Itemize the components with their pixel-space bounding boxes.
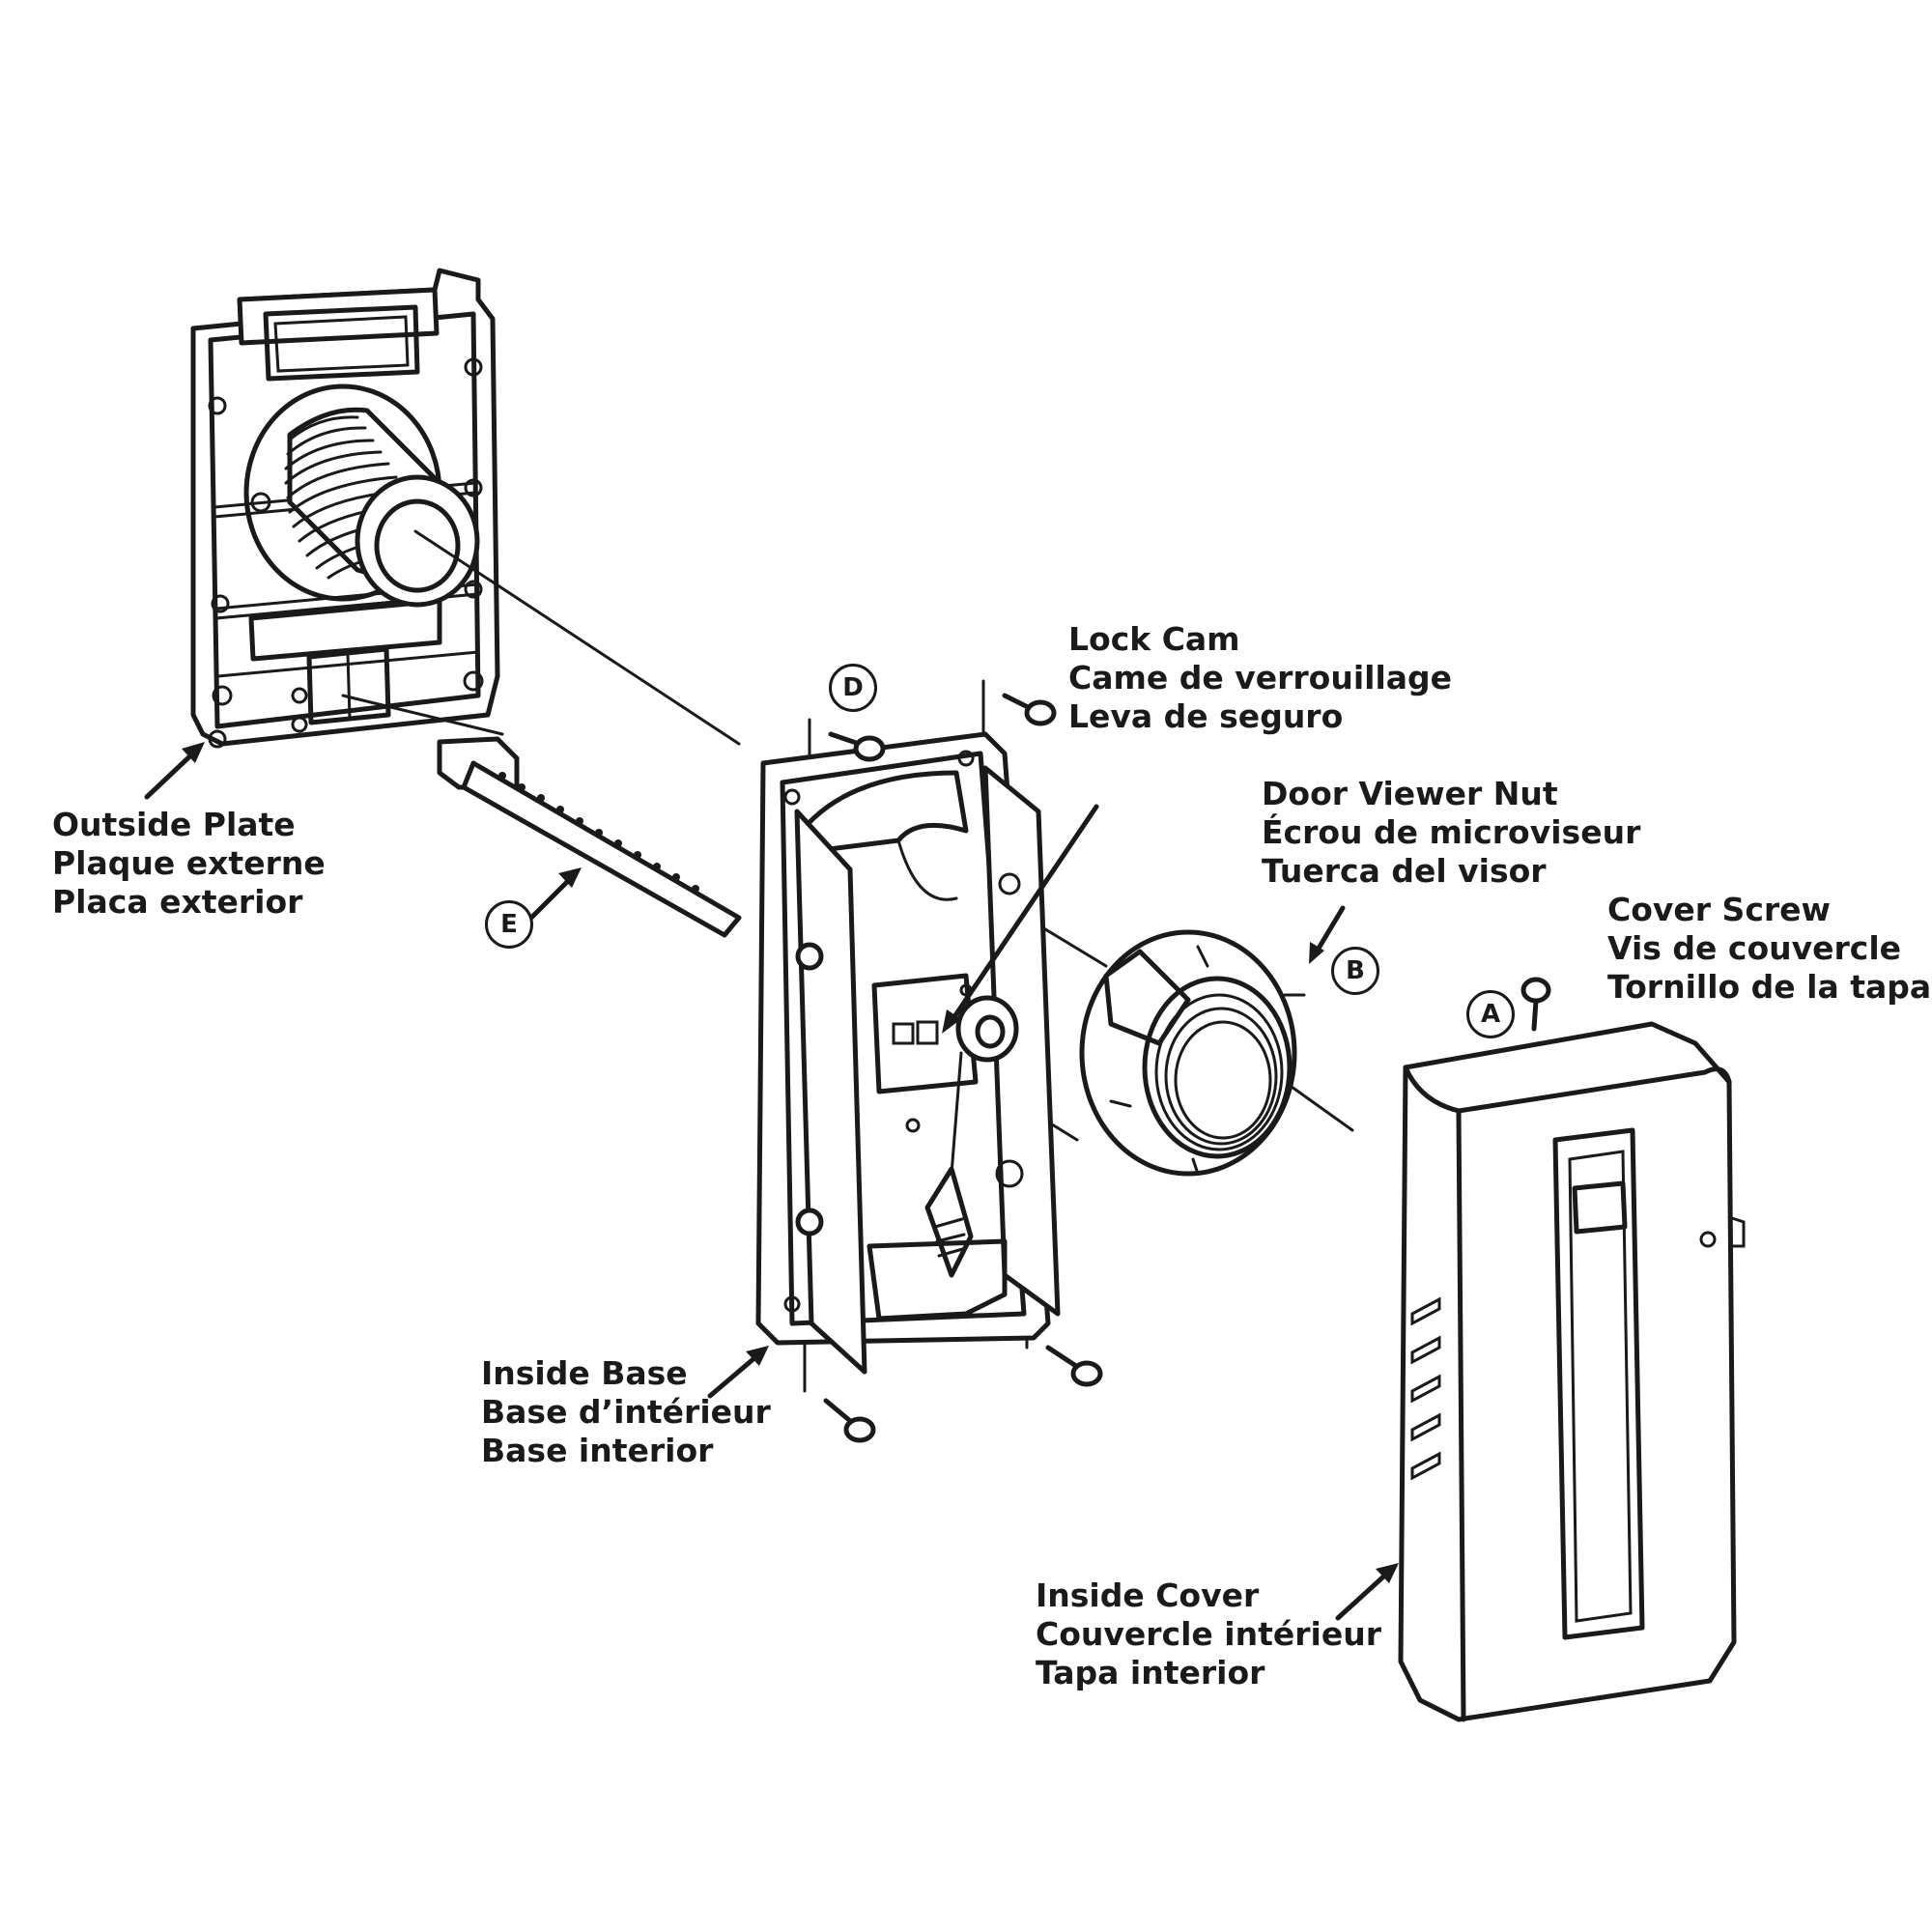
label-cover-screw: Cover Screw Vis de couvercle Tornillo de… (1607, 891, 1931, 1007)
label-inside-base: Inside Base Base d’intérieur Base interi… (481, 1354, 771, 1470)
label-door-viewer-nut-en: Door Viewer Nut (1262, 775, 1558, 812)
label-inside-cover-fr: Couvercle intérieur (1036, 1615, 1381, 1653)
callout-d: D (829, 664, 877, 712)
callout-e: E (485, 900, 533, 949)
label-outside-plate-fr: Plaque externe (52, 844, 326, 882)
label-lock-cam-fr: Came de verrouillage (1068, 659, 1453, 696)
label-inside-base-es: Base interior (481, 1432, 714, 1469)
label-inside-base-fr: Base d’intérieur (481, 1393, 771, 1431)
outside-plate-drawing (190, 268, 500, 749)
screws (823, 693, 1551, 1443)
label-cover-screw-en: Cover Screw (1607, 891, 1832, 928)
tailpiece-strap-drawing (437, 736, 742, 938)
label-lock-cam-es: Leva de seguro (1068, 697, 1344, 735)
label-cover-screw-es: Tornillo de la tapa (1607, 968, 1932, 1006)
label-inside-base-en: Inside Base (481, 1354, 688, 1392)
label-lock-cam: Lock Cam Came de verrouillage Leva de se… (1068, 620, 1452, 736)
label-outside-plate-es: Placa exterior (52, 883, 303, 921)
leader-lines (144, 742, 1399, 1621)
label-outside-plate-en: Outside Plate (52, 806, 296, 843)
callout-a: A (1466, 990, 1515, 1038)
door-viewer-nut-drawing (1079, 929, 1306, 1177)
callout-b: B (1331, 947, 1379, 995)
label-door-viewer-nut: Door Viewer Nut Écrou de microviseur Tue… (1262, 775, 1640, 891)
label-lock-cam-en: Lock Cam (1068, 620, 1240, 658)
label-inside-cover-en: Inside Cover (1036, 1577, 1260, 1614)
label-inside-cover-es: Tapa interior (1036, 1654, 1265, 1691)
label-inside-cover: Inside Cover Couvercle intérieur Tapa in… (1036, 1577, 1381, 1692)
label-outside-plate: Outside Plate Plaque externe Placa exter… (52, 806, 326, 922)
label-door-viewer-nut-fr: Écrou de microviseur (1262, 813, 1641, 851)
inside-base-drawing (755, 731, 1061, 1375)
inside-cover-drawing (1398, 1021, 1746, 1722)
label-door-viewer-nut-es: Tuerca del visor (1262, 852, 1547, 890)
label-cover-screw-fr: Vis de couvercle (1607, 929, 1902, 967)
